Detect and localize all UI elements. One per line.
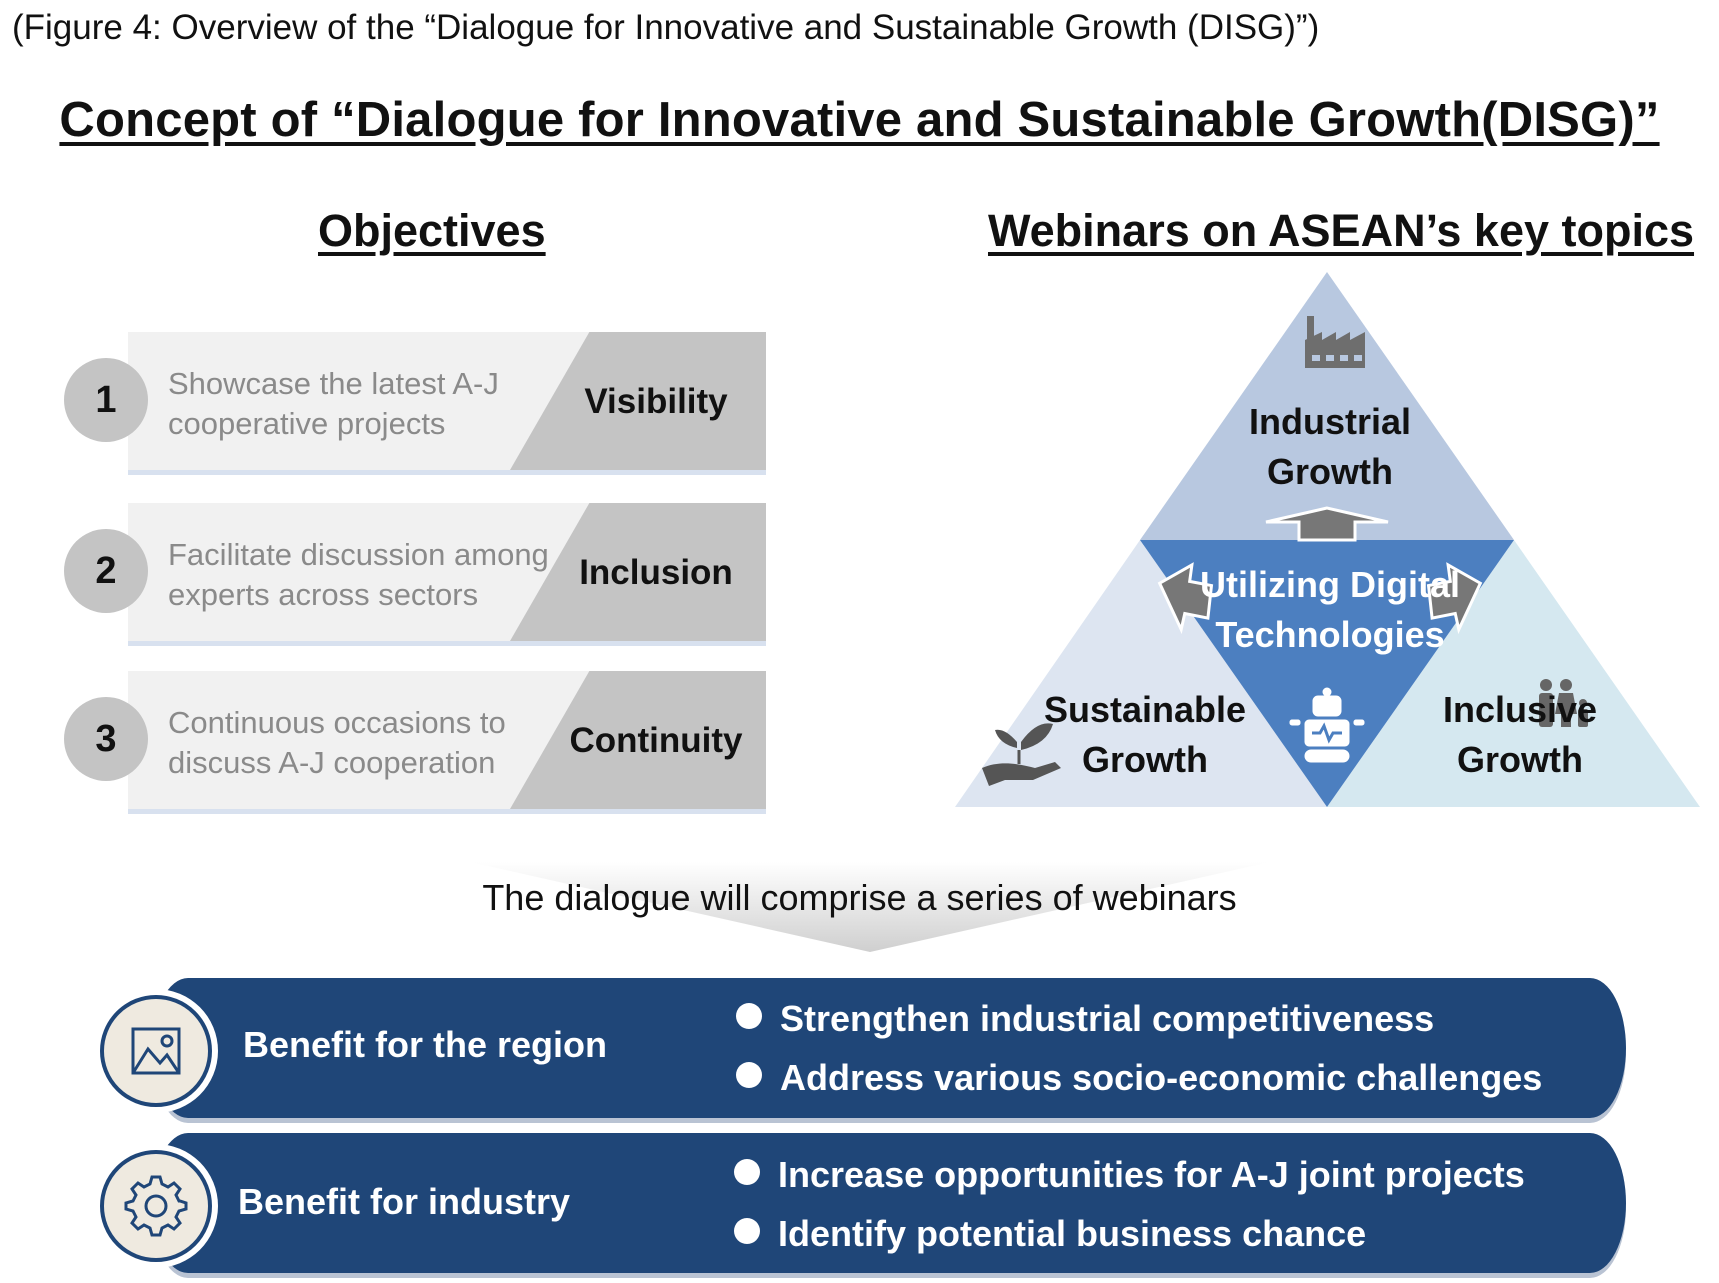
plant-hand-icon (982, 723, 1061, 786)
bullet-dot-icon (736, 1003, 762, 1029)
objective-desc-line: discuss A-J cooperation (168, 745, 496, 780)
figure-caption: (Figure 4: Overview of the “Dialogue for… (12, 8, 1320, 47)
benefit-icon-circle (100, 995, 212, 1107)
objective-desc-line: cooperative projects (168, 406, 446, 441)
label-line: Growth (1457, 739, 1583, 780)
objective-desc-line: Showcase the latest A-J (168, 366, 499, 401)
digital-technologies-label: Utilizing Digital Technologies (1170, 560, 1490, 660)
objective-card-inclusion: Facilitate discussion among experts acro… (128, 503, 766, 646)
triangle-right-inclusive (1327, 540, 1700, 807)
topics-triangle (955, 272, 1700, 807)
arrow-caption: The dialogue will comprise a series of w… (482, 877, 1237, 918)
objective-description: Showcase the latest A-J cooperative proj… (168, 364, 588, 444)
objective-keyword: Inclusion (579, 553, 733, 592)
objective-description: Facilitate discussion among experts acro… (168, 535, 588, 615)
objective-desc-line: experts across sectors (168, 577, 479, 612)
label-line: Industrial (1248, 401, 1412, 442)
gear-icon (124, 1175, 188, 1237)
image-icon (131, 1027, 181, 1075)
label-line: Inclusive (1442, 689, 1598, 730)
bullet-text: Strengthen industrial competitiveness (780, 998, 1435, 1039)
bullet-text: Identify potential business chance (778, 1213, 1367, 1254)
benefit-region-title: Benefit for the region (243, 1024, 608, 1065)
right-down-arrow-icon (1426, 562, 1483, 635)
bullet-dot-icon (734, 1218, 760, 1244)
objective-desc-line: Facilitate discussion among (168, 537, 549, 572)
objective-description: Continuous occasions to discuss A-J coop… (168, 703, 588, 783)
triangle-left-sustainable (955, 540, 1327, 807)
benefit-bar-industry (152, 1133, 1626, 1273)
benefit-bar-region (152, 978, 1626, 1118)
inclusive-growth-label: Inclusive Growth (1410, 685, 1630, 785)
robot-icon (1289, 687, 1365, 763)
objective-number-badge: 3 (64, 697, 148, 781)
objective-number-badge: 2 (64, 529, 148, 613)
label-line: Growth (1267, 451, 1393, 492)
industrial-growth-label: Industrial Growth (1205, 397, 1455, 497)
benefit-bullet: Strengthen industrial competitiveness (736, 998, 1434, 1040)
objective-number-badge: 1 (64, 358, 148, 442)
family-icon (1539, 679, 1588, 727)
sustainable-growth-label: Sustainable Growth (1030, 685, 1260, 785)
main-title: Concept of “Dialogue for Innovative and … (59, 93, 1660, 147)
benefit-bullet: Increase opportunities for A-J joint pro… (734, 1154, 1525, 1196)
bullet-text: Address various socio-economic challenge… (780, 1057, 1543, 1098)
objective-desc-line: Continuous occasions to (168, 705, 506, 740)
label-line: Utilizing Digital (1200, 564, 1460, 605)
objective-card-continuity: Continuous occasions to discuss A-J coop… (128, 671, 766, 814)
label-line: Technologies (1215, 614, 1445, 655)
benefit-bullet: Address various socio-economic challenge… (736, 1057, 1542, 1099)
left-down-arrow-icon (1157, 562, 1214, 635)
benefit-icon-circle (100, 1150, 212, 1262)
factory-icon (1305, 316, 1365, 368)
bullet-dot-icon (736, 1062, 762, 1088)
objectives-heading: Objectives (318, 205, 546, 256)
triangle-top-industrial (1140, 272, 1514, 540)
benefit-industry-title: Benefit for industry (238, 1181, 571, 1222)
bullet-dot-icon (734, 1159, 760, 1185)
objective-card-visibility: Showcase the latest A-J cooperative proj… (128, 332, 766, 475)
label-line: Growth (1082, 739, 1208, 780)
objective-keyword: Continuity (569, 721, 743, 760)
webinars-heading: Webinars on ASEAN’s key topics (988, 205, 1695, 256)
triangle-center-digital (1140, 540, 1514, 807)
up-arrow-icon (1265, 506, 1389, 542)
label-line: Sustainable (1043, 689, 1247, 730)
objective-keyword: Visibility (584, 382, 728, 421)
down-chevron-arrow (470, 862, 1270, 952)
benefit-bullet: Identify potential business chance (734, 1213, 1366, 1255)
bullet-text: Increase opportunities for A-J joint pro… (778, 1154, 1525, 1195)
